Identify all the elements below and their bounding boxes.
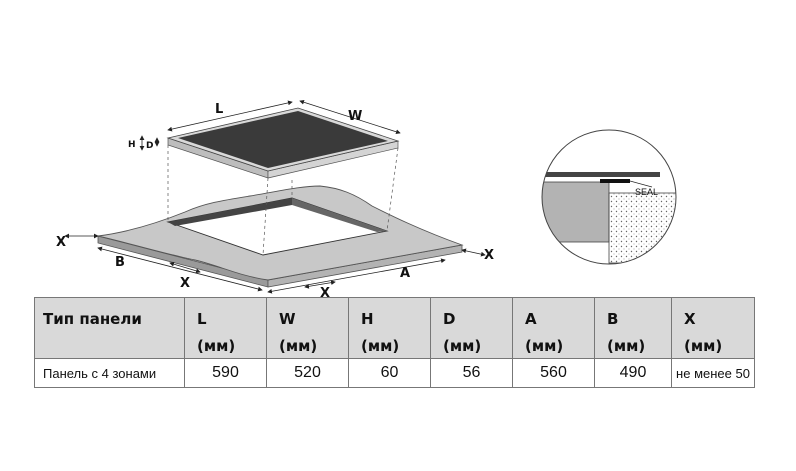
cutout-back-wall-right — [292, 198, 387, 232]
header-h: H(мм) — [348, 297, 431, 359]
specs-table: Тип панели L(мм) W(мм) H(мм) D(мм) A(мм)… — [34, 297, 755, 388]
seal-detail-cabinet-cross-section — [608, 192, 676, 264]
dim-label-x-front: X — [180, 276, 190, 291]
dimension-lines — [64, 99, 486, 294]
seal-detail-hob-glass — [542, 172, 660, 177]
dim-label-x-left: X — [56, 235, 66, 250]
cell-panel-type: Панель с 4 зонами — [34, 358, 185, 388]
dim-label-h: H — [128, 140, 136, 150]
header-d: D(мм) — [430, 297, 513, 359]
header-l: L(мм) — [184, 297, 267, 359]
dim-label-a: A — [400, 266, 410, 281]
dim-label-w: W — [348, 109, 362, 124]
header-w: W(мм) — [266, 297, 349, 359]
cell-b: 490 — [594, 358, 672, 388]
cell-d: 56 — [430, 358, 513, 388]
dim-label-b: B — [115, 255, 125, 270]
dim-label-x-right: X — [484, 248, 494, 263]
dim-label-l: L — [215, 102, 223, 117]
hob-panel — [166, 107, 400, 179]
header-a: A(мм) — [512, 297, 595, 359]
cutout-back-wall-left — [168, 198, 292, 226]
cell-w: 520 — [266, 358, 349, 388]
seal-detail-gasket — [600, 179, 630, 183]
dim-label-d: D — [146, 141, 153, 151]
installation-diagram: L W H D X B X X A X SEAL — [56, 99, 677, 300]
seal-detail: SEAL — [541, 129, 677, 265]
header-x: X(мм) — [671, 297, 755, 359]
table-row: Панель с 4 зонами 590 520 60 56 560 490 … — [34, 358, 755, 388]
cell-l: 590 — [184, 358, 267, 388]
cell-a: 560 — [512, 358, 595, 388]
table-header-row: Тип панели L(мм) W(мм) H(мм) D(мм) A(мм)… — [34, 297, 755, 359]
projection-lines — [167, 145, 399, 256]
header-panel-type: Тип панели — [34, 297, 185, 359]
cell-x: не менее 50 — [671, 358, 755, 388]
header-b: B(мм) — [594, 297, 672, 359]
seal-label: SEAL — [635, 187, 658, 197]
cell-h: 60 — [348, 358, 431, 388]
dim-label-x-bottom: X — [320, 286, 330, 300]
seal-detail-countertop-cross-section — [542, 181, 610, 243]
